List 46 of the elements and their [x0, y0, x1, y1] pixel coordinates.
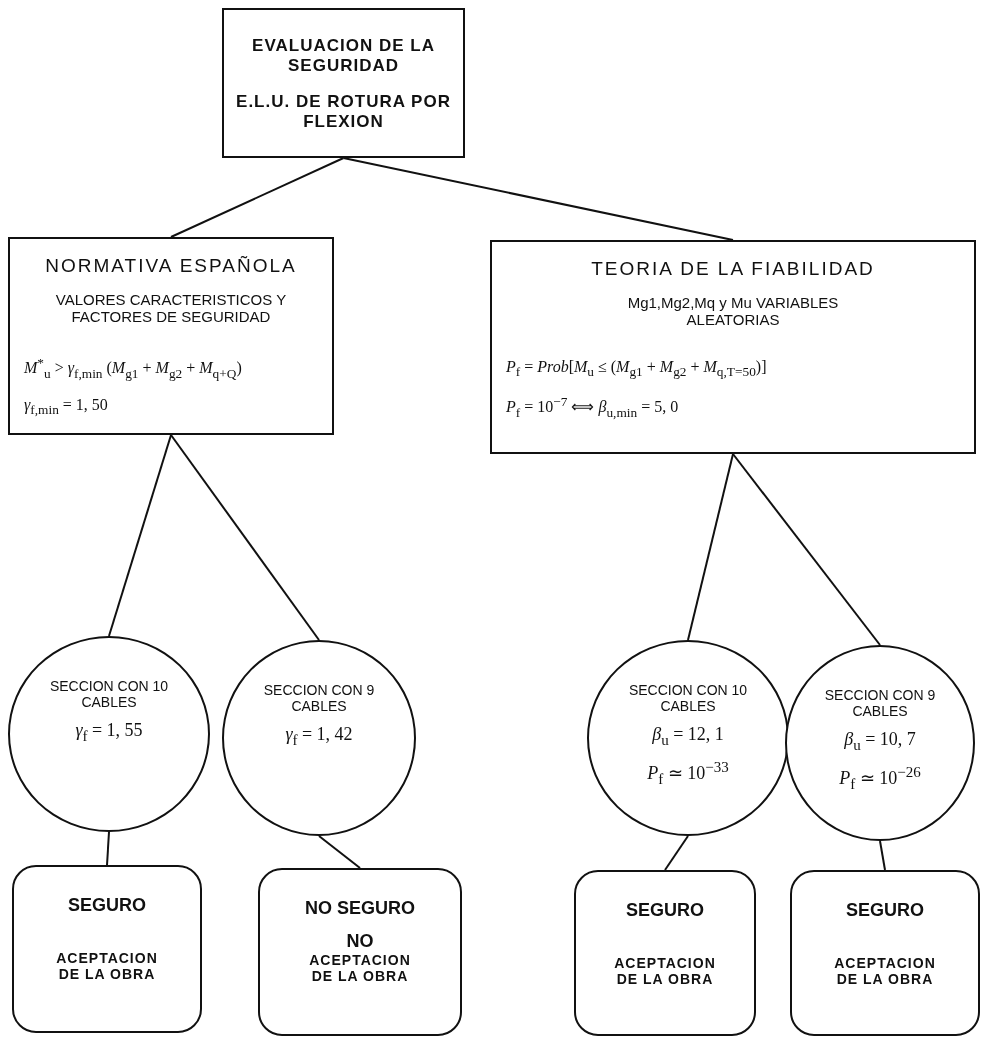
formula: P$_{f}$ = 10$^{−7}$ ⟺ β$_{u,min}$ = 5, 0 [505, 394, 679, 421]
formula: γ$_{f}$ = 1, 55 [75, 720, 143, 745]
node-heading: TEORIA DE LA FIABILIDAD [590, 258, 876, 280]
connector-line [687, 453, 734, 641]
node-heading: SECCION CON 9 CABLES [262, 682, 376, 714]
node-heading: SECCION CON 9 CABLES [823, 687, 937, 719]
formula: P$_{f}$ ≃ 10$^{−33}$ [647, 758, 729, 788]
connector-line [732, 453, 881, 646]
connector-line [879, 840, 886, 871]
node-heading: SECCION CON 10 CABLES [49, 678, 169, 710]
formula: P$_{f}$ ≃ 10$^{−26}$ [839, 763, 921, 793]
result-box [12, 865, 202, 1033]
connector-line [318, 835, 361, 869]
formula: γ$_{f}$ = 1, 42 [285, 724, 353, 749]
node-heading: SEGURO [625, 900, 705, 921]
node-text: ACEPTACION DE LA OBRA [308, 952, 412, 984]
formula: γ$_{f,min}$ = 1, 50 [23, 395, 108, 418]
process-box [222, 8, 465, 158]
node-text: ACEPTACION DE LA OBRA [833, 955, 937, 987]
connector-line [342, 157, 734, 241]
node-heading: SECCION CON 10 CABLES [628, 682, 748, 714]
connector-line [108, 434, 172, 637]
node-heading: NORMATIVA ESPAÑOLA [44, 255, 298, 277]
process-box [8, 237, 334, 435]
result-box [258, 868, 462, 1036]
connector-line [170, 434, 320, 641]
formula: β$_{u}$ = 12, 1 [652, 724, 724, 749]
node-heading: SEGURO [845, 900, 925, 921]
node-text: NO [345, 931, 375, 952]
node-text: ACEPTACION DE LA OBRA [613, 955, 717, 987]
result-box [790, 870, 980, 1036]
connector-line [106, 831, 110, 866]
node-heading: EVALUACION DE LA SEGURIDAD [251, 36, 436, 76]
node-heading: NO SEGURO [304, 898, 416, 919]
formula: P$_{f}$ = Prob[M$_{u}$ ≤ (M$_{g1}$ + M$_{g2}$ + M$_{q,T=50}$)] [505, 358, 767, 381]
connector-line [664, 835, 689, 871]
node-text: Mg1,Mg2,Mq y Mu VARIABLES ALEATORIAS [626, 294, 840, 328]
connector-line [170, 157, 345, 238]
node-heading: SEGURO [67, 895, 147, 916]
node-text: VALORES CARACTERISTICOS Y FACTORES DE SEGURIDAD [54, 291, 288, 325]
process-box [490, 240, 976, 454]
node-text: E.L.U. DE ROTURA POR FLEXION [235, 92, 452, 132]
result-box [574, 870, 756, 1036]
node-text: ACEPTACION DE LA OBRA [55, 950, 159, 982]
formula: M$^{*}$$_{u}$ > γ$_{f,min}$ (M$_{g1}$ + M$_{g2}$ + M$_{q+Q}$) [23, 355, 242, 382]
formula: β$_{u}$ = 10, 7 [844, 729, 916, 754]
